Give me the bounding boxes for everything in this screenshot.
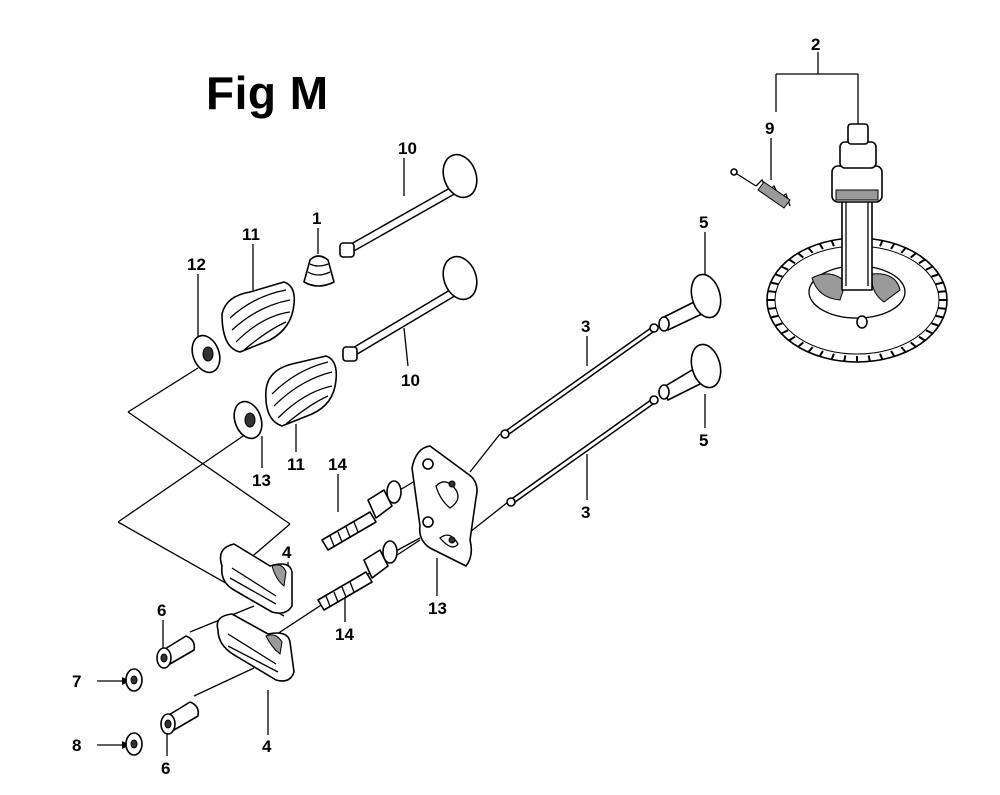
tappet-upper	[658, 273, 722, 332]
gear-tooth	[918, 258, 926, 265]
gear-tooth	[767, 290, 776, 294]
callout-6-top: 6	[157, 601, 166, 620]
decompressor-spring	[730, 168, 791, 209]
valve-upper	[339, 153, 478, 258]
gear-tooth	[931, 273, 940, 278]
callout-13-top: 14	[328, 455, 347, 474]
gear-tooth	[925, 265, 934, 271]
gear-tooth	[780, 329, 789, 335]
callout-labels: 2 9 10 1 11 12 10 5 5 3 3 11 13 14 14 13…	[72, 35, 820, 778]
callout-5-bottom: 5	[699, 431, 708, 450]
gear-tooth	[935, 281, 944, 286]
callout-10-bottom: 11	[287, 455, 305, 474]
gear-tooth	[867, 355, 871, 362]
gear-tooth	[818, 350, 824, 357]
gear-tooth	[807, 247, 814, 254]
callout-4-bottom: 4	[262, 737, 272, 756]
gear-tooth	[788, 335, 796, 342]
gear-tooth	[797, 252, 804, 259]
gear-tooth	[770, 314, 779, 319]
rocker-arm-lower	[216, 613, 295, 682]
stem-seal	[303, 255, 335, 287]
callout-7: 9	[765, 119, 774, 138]
gear-tooth	[818, 243, 824, 250]
gear-tooth	[935, 314, 944, 319]
callout-5-top: 5	[699, 213, 708, 232]
gear-tooth	[890, 350, 896, 357]
gear-tooth	[925, 329, 934, 335]
valve-spring-lower	[265, 355, 338, 427]
pivot-bolt-lower	[317, 540, 398, 611]
figure-title: Fig M	[206, 67, 329, 119]
gear-tooth	[900, 346, 907, 353]
callout-6-bottom: 6	[161, 759, 170, 778]
gear-tooth	[830, 353, 835, 360]
callout-13-bottom: 14	[335, 625, 354, 644]
gear-tooth	[918, 335, 926, 342]
camshaft-gear	[766, 123, 948, 363]
adjuster-upper	[156, 635, 196, 669]
callout-10-top: 11	[242, 225, 260, 244]
gear-tooth	[879, 353, 884, 360]
gear-tooth	[797, 341, 804, 348]
valve-lower	[342, 255, 478, 362]
callout-8: 10	[398, 139, 417, 158]
gear-tooth	[890, 243, 896, 250]
gear-tooth	[843, 355, 847, 362]
gear-tooth	[774, 273, 783, 278]
callout-11-bottom: 13	[252, 471, 271, 490]
valve-spring-upper	[221, 281, 296, 353]
gear-tooth	[938, 290, 947, 294]
lock-nut-lower	[125, 732, 143, 756]
gear-tooth	[938, 306, 947, 310]
gear-tooth	[774, 322, 783, 327]
callout-3-bottom: 3	[581, 503, 590, 522]
gear-tooth	[931, 322, 940, 327]
callout-2: 2	[811, 35, 820, 54]
gear-tooth	[830, 240, 835, 247]
pivot-bolt-upper	[321, 480, 402, 551]
leader-lines	[97, 52, 859, 756]
gear-tooth	[807, 346, 814, 353]
gear-tooth	[910, 341, 917, 348]
callout-14-top: 7	[72, 672, 81, 691]
callout-9: 10	[401, 371, 420, 390]
callout-11-top: 12	[187, 255, 206, 274]
callout-3-top: 3	[581, 317, 590, 336]
callout-12: 13	[428, 599, 447, 618]
gear-tooth	[900, 247, 907, 254]
callout-1: 1	[312, 209, 321, 228]
push-rod-lower	[506, 395, 659, 507]
gear-tooth	[879, 240, 884, 247]
gear-tooth	[770, 281, 779, 286]
lock-nut-upper	[125, 668, 143, 692]
tappet-lower	[658, 343, 722, 401]
gear-tooth	[788, 258, 796, 265]
adjuster-lower	[160, 701, 200, 735]
push-rod-guide-plate	[411, 445, 478, 567]
push-rod-upper	[500, 323, 659, 439]
callout-4-top: 4	[282, 543, 292, 562]
gear-tooth	[910, 252, 917, 259]
gear-tooth	[780, 265, 789, 271]
valve-retainer-lower	[233, 400, 263, 440]
callout-14-bottom: 8	[72, 736, 81, 755]
gear-tooth	[767, 306, 776, 310]
valve-retainer-upper	[191, 334, 221, 374]
rocker-arm-upper	[219, 543, 293, 614]
